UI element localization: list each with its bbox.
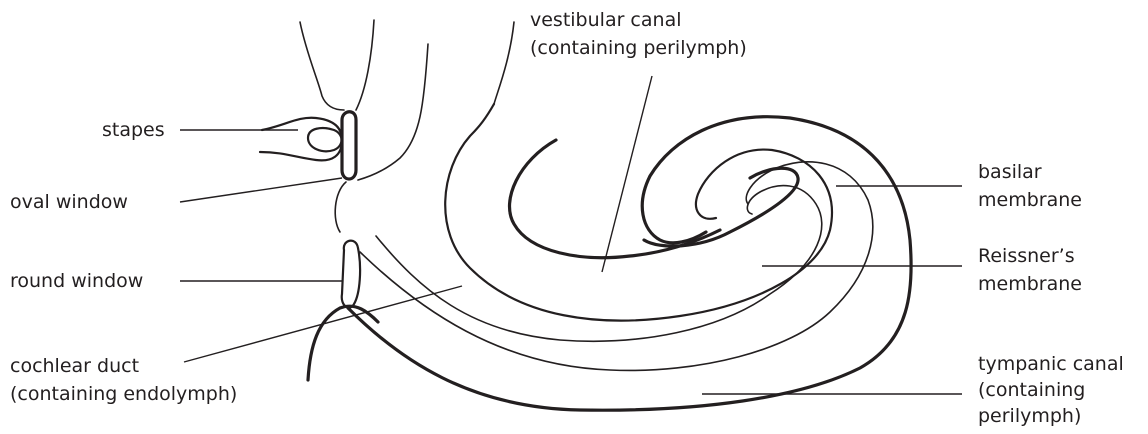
vestibular-canal-label-line2: (containing perilymph) xyxy=(530,36,747,60)
vestibular-canal-label-line1: vestibular canal xyxy=(530,8,747,32)
leader-cochlear-duct xyxy=(184,286,462,362)
cochlear-duct-label-line2: (containing endolymph) xyxy=(10,382,237,406)
leader-vestibular-canal xyxy=(602,76,652,272)
reissners-membrane-label: Reissner’s membrane xyxy=(978,244,1082,296)
reissners-membrane-label-line1: Reissner’s xyxy=(978,244,1082,268)
stapes-inner-loop xyxy=(308,128,342,151)
stapes-label: stapes xyxy=(102,118,165,142)
basilar-membrane-label-line2: membrane xyxy=(978,188,1082,212)
vestibular-upper-wall xyxy=(494,22,514,104)
tympanic-lower-left-wall xyxy=(308,306,378,380)
vestibular-outer-wall xyxy=(445,104,832,321)
cochlea-outer-wall xyxy=(348,117,911,410)
tympanic-canal-label-line3: perilymph) xyxy=(978,404,1124,428)
vestibular-canal-label: vestibular canal (containing perilymph) xyxy=(530,8,747,60)
round-window-membrane xyxy=(342,241,360,308)
vestibule-bulge xyxy=(335,182,346,232)
helicotrema-hook xyxy=(644,168,798,246)
reissners-membrane-label-line2: membrane xyxy=(978,272,1082,296)
basilar-membrane-label-line1: basilar xyxy=(978,160,1082,184)
vestibule-outer-wall xyxy=(358,44,428,180)
tympanic-canal-label-line1: tympanic canal xyxy=(978,352,1124,376)
round-window-label: round window xyxy=(10,269,143,293)
stapes-shape xyxy=(260,118,342,161)
oval-window-membrane xyxy=(342,112,356,179)
vestibule-right-wall xyxy=(356,20,374,110)
tympanic-canal-label-line2: (containing xyxy=(978,378,1124,402)
tympanic-canal-label: tympanic canal (containing perilymph) xyxy=(978,352,1124,428)
oval-window-label: oval window xyxy=(10,190,128,214)
leader-oval-window xyxy=(180,178,342,202)
basilar-membrane-label: basilar membrane xyxy=(978,160,1082,212)
cochlear-duct-label-line1: cochlear duct xyxy=(10,354,237,378)
cochlear-duct-label: cochlear duct (containing endolymph) xyxy=(10,354,237,406)
vestibule-left-wall xyxy=(300,22,344,110)
